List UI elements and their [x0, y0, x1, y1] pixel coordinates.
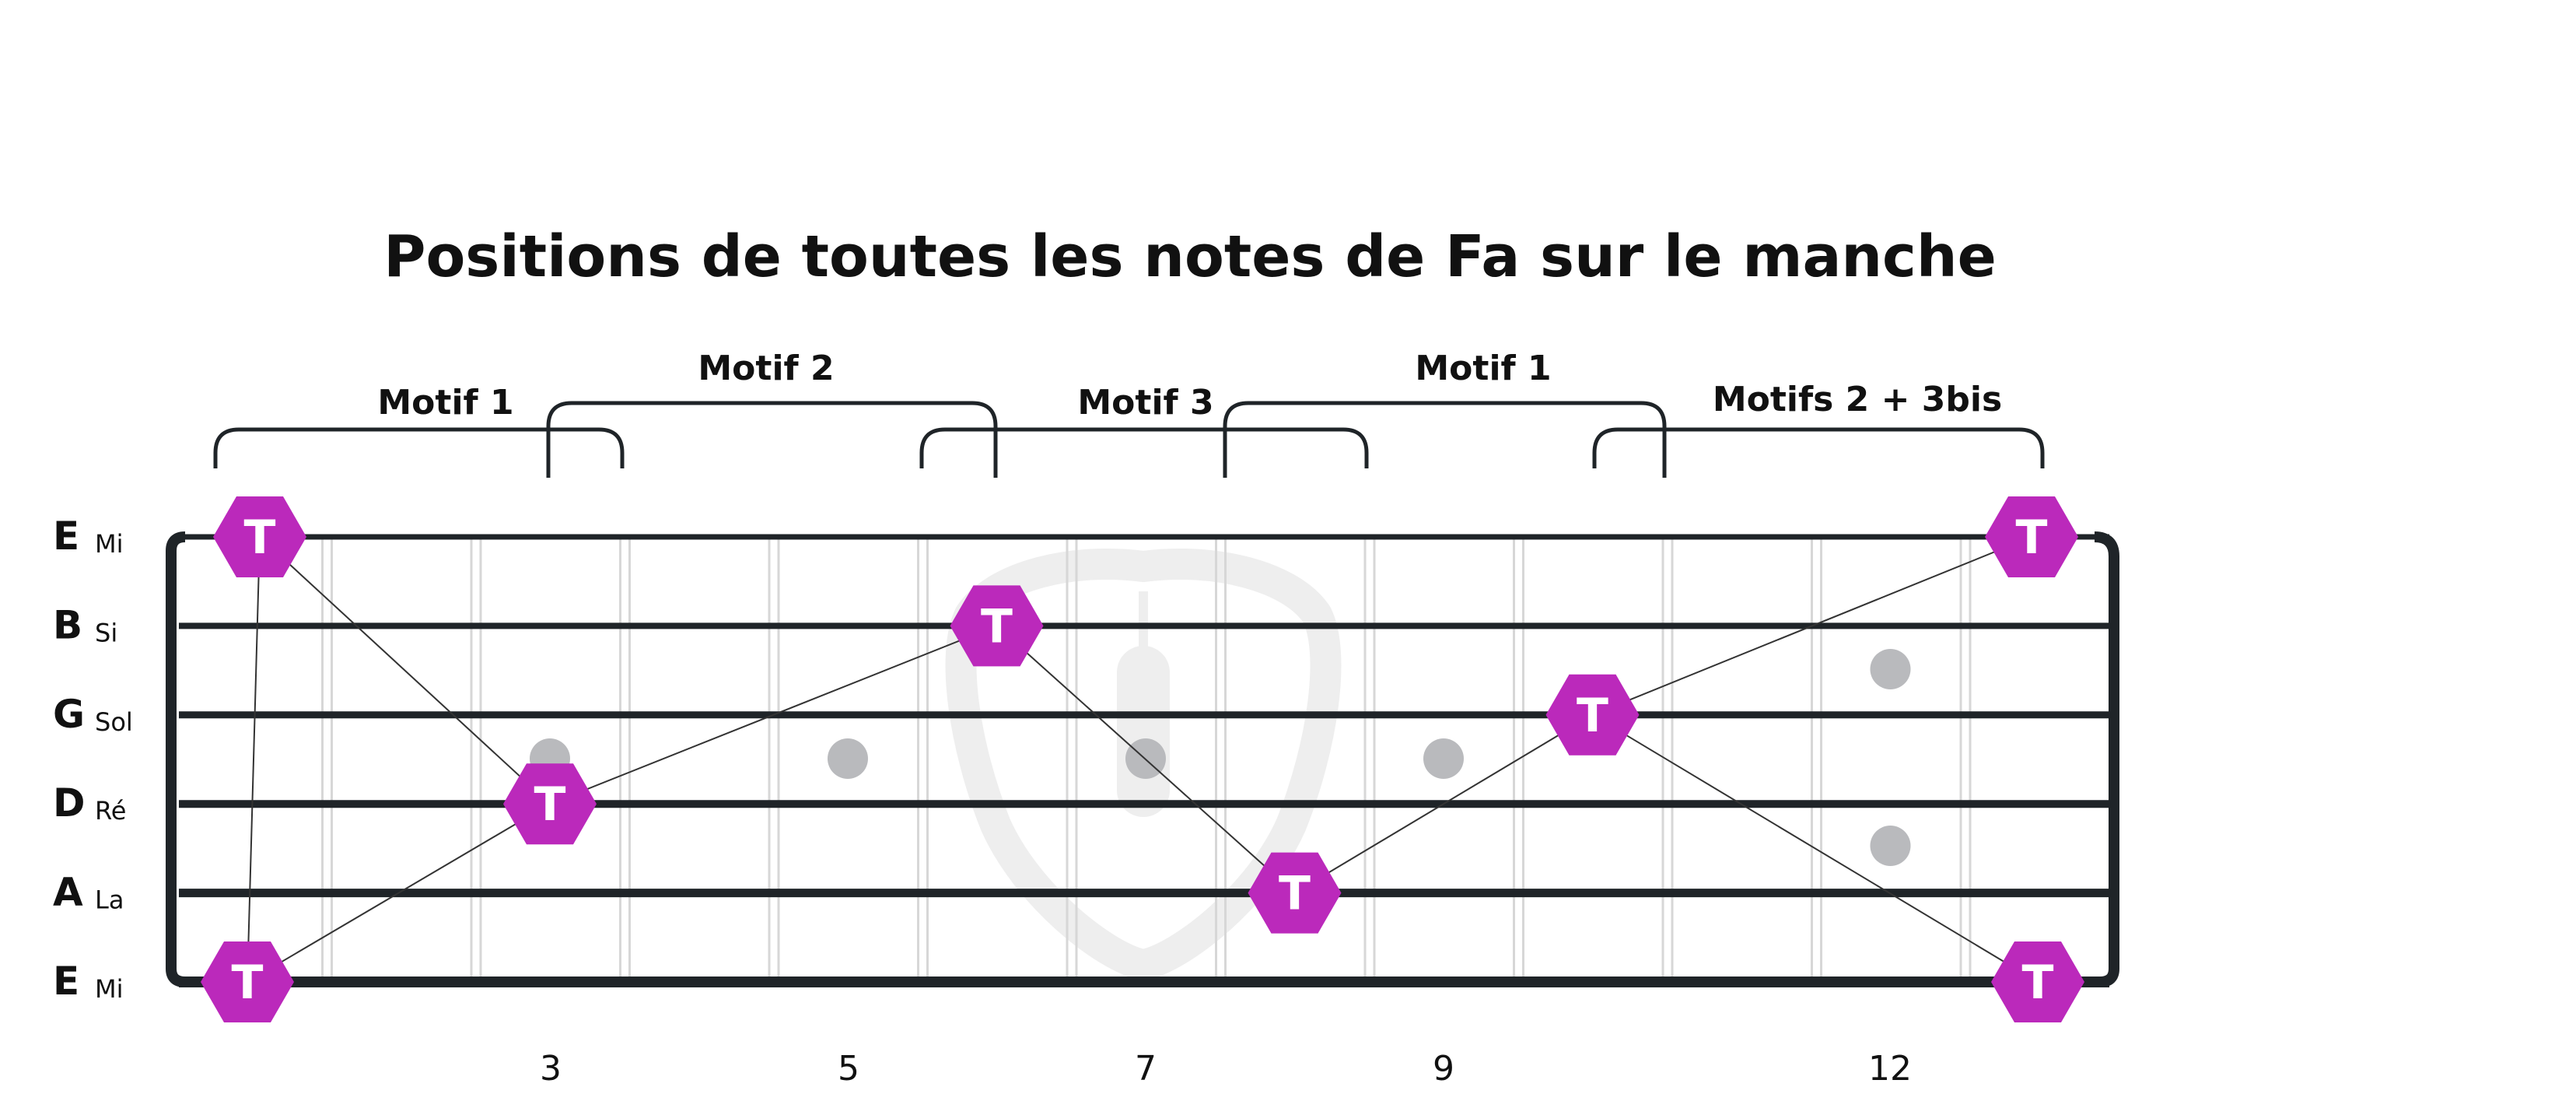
fret-inlay-5 — [828, 738, 868, 779]
note-connectors — [247, 536, 2039, 983]
note-marker-3: T — [1545, 674, 1640, 756]
guitar-strings — [179, 534, 2109, 987]
fret-inlay-12-lower — [1870, 826, 1911, 866]
hexagon-icon — [213, 496, 306, 577]
note-label: T — [244, 510, 276, 565]
string-name-5: La — [95, 885, 124, 915]
note-marker-7: T — [1985, 496, 2078, 577]
string-letter-1: E — [53, 514, 79, 559]
string-name-6: Mi — [95, 974, 124, 1004]
string-letter-3: G — [53, 692, 85, 737]
page-title: Positions de toutes les notes de Fa sur … — [383, 223, 1997, 290]
string-name-1: Mi — [95, 529, 124, 559]
motif-label-1: Motif 1 — [377, 383, 513, 423]
note-marker-1: T — [213, 496, 306, 577]
note-marker-4: T — [503, 763, 597, 845]
fret-number-3: 3 — [540, 1049, 562, 1089]
note-marker-2: T — [950, 585, 1044, 667]
string-letter-5: A — [53, 870, 83, 915]
note-label: T — [981, 599, 1013, 654]
connector-line-3 — [549, 625, 997, 805]
fret-inlay-9 — [1423, 738, 1464, 779]
note-label: T — [2022, 955, 2054, 1010]
motif-label-4: Motif 1 — [1415, 349, 1551, 388]
string-name-3: Sol — [95, 707, 133, 737]
note-label: T — [1279, 867, 1311, 921]
note-marker-5: T — [1248, 852, 1342, 934]
connector-line-6 — [1592, 536, 2032, 716]
motif-bracket-2 — [546, 401, 998, 478]
connector-line-5 — [1293, 714, 1594, 894]
note-label: T — [534, 777, 566, 832]
hexagon-icon — [201, 941, 294, 1022]
note-label: T — [232, 955, 264, 1010]
hexagon-icon — [1991, 941, 2084, 1022]
motif-bracket-3 — [919, 427, 1369, 468]
hexagon-icon — [1985, 496, 2078, 577]
note-label: T — [2016, 510, 2048, 565]
hexagon-icon — [1545, 674, 1640, 756]
string-name-4: Ré — [95, 796, 126, 826]
fret-inlay-12-upper — [1870, 649, 1911, 689]
connector-line-7 — [1591, 714, 2039, 983]
fret-inlays — [530, 649, 1911, 866]
motif-bracket-1 — [213, 427, 625, 468]
hexagon-icon — [503, 763, 597, 845]
motif-label-2: Motif 2 — [698, 349, 834, 388]
connector-line-4 — [996, 625, 1296, 894]
fret-number-5: 5 — [838, 1049, 859, 1089]
connector-line-2 — [247, 803, 551, 983]
connector-line-8 — [247, 536, 261, 983]
connector-line-1 — [259, 536, 551, 805]
note-label: T — [1577, 689, 1608, 743]
motif-bracket-5 — [1592, 427, 2045, 468]
motif-label-5: Motifs 2 + 3bis — [1713, 380, 2002, 419]
note-markers: T T T T T T T T — [201, 496, 2084, 1022]
note-marker-6: T — [201, 941, 294, 1022]
fret-number-7: 7 — [1135, 1049, 1157, 1089]
string-letter-4: D — [53, 780, 86, 826]
fret-numbers: 3 5 7 9 12 — [540, 1049, 1912, 1089]
string-letter-6: E — [53, 959, 79, 1004]
motif-labels: Motif 1 Motif 2 Motif 3 Motif 1 Motifs 2… — [377, 349, 2002, 423]
fret-number-9: 9 — [1433, 1049, 1454, 1089]
hexagon-icon — [950, 585, 1044, 667]
motif-label-3: Motif 3 — [1077, 383, 1213, 423]
motif-bracket-4 — [1223, 401, 1667, 478]
motif-brackets — [213, 401, 2045, 478]
string-name-2: Si — [95, 618, 117, 647]
string-letter-2: B — [53, 602, 82, 647]
fret-number-12: 12 — [1868, 1049, 1912, 1089]
fret-lines — [321, 537, 1972, 982]
hexagon-icon — [1248, 852, 1342, 934]
note-marker-8: T — [1991, 941, 2084, 1022]
